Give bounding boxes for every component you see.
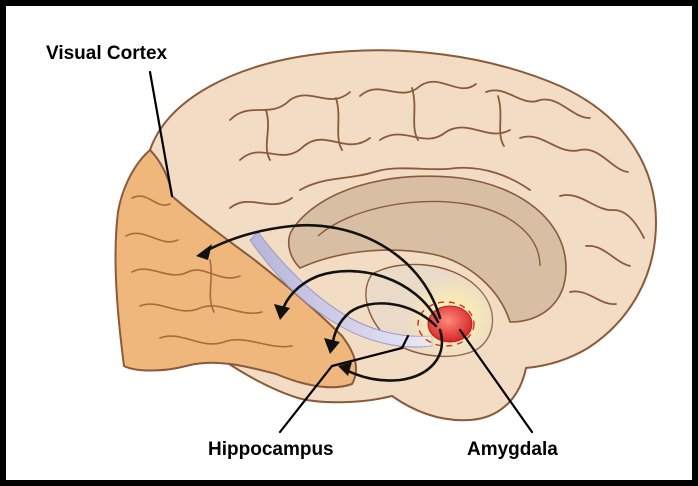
visual-cortex-label: Visual Cortex — [46, 44, 167, 63]
hippocampus-label: Hippocampus — [208, 440, 334, 459]
amygdala-label: Amygdala — [467, 440, 558, 459]
